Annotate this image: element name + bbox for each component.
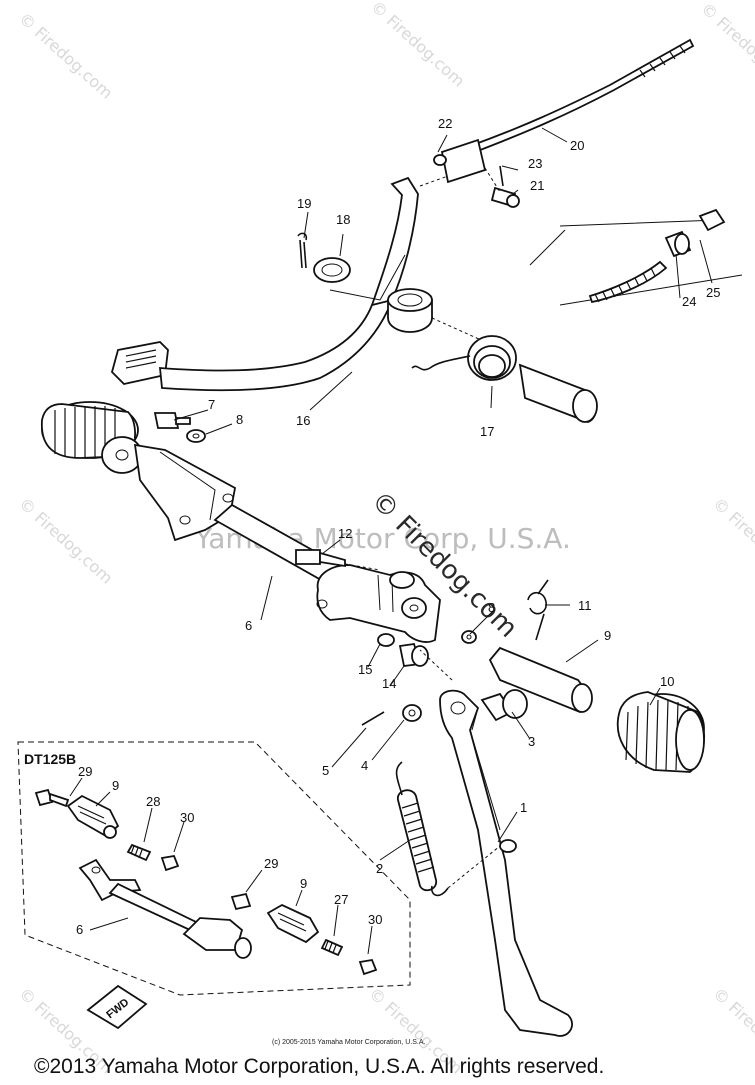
callout-9-top: 9 — [112, 778, 119, 793]
callout-29-top: 29 — [78, 764, 92, 779]
callout-24: 24 — [682, 294, 696, 309]
callout-6: 6 — [245, 618, 252, 633]
inset-model-label: DT125B — [24, 751, 76, 767]
footer-copyright: ©2013 Yamaha Motor Corporation, U.S.A. A… — [34, 1055, 604, 1078]
watermark-top-middle: © Firedog.com — [367, 0, 468, 91]
callout-2: 2 — [376, 861, 383, 876]
callout-28: 28 — [146, 794, 160, 809]
nut-and-small-spring — [461, 579, 549, 644]
callout-9-low: 9 — [300, 876, 307, 891]
footrest-bar — [41, 401, 441, 643]
callout-21: 21 — [530, 178, 544, 193]
callout-14: 14 — [382, 676, 396, 691]
callout-12: 12 — [338, 526, 352, 541]
washer-and-cotter-pin — [297, 232, 351, 283]
callout-30-low: 30 — [368, 912, 382, 927]
callout-9: 9 — [604, 628, 611, 643]
right-footrest — [488, 646, 705, 773]
sidestand — [361, 649, 573, 1037]
callout-30-top: 30 — [180, 810, 194, 825]
callout-23: 23 — [528, 156, 542, 171]
callout-27: 27 — [334, 892, 348, 907]
watermark-top-right: © Firedog.com — [697, 0, 755, 93]
callout-18: 18 — [336, 212, 350, 227]
callout-29-low: 29 — [264, 856, 278, 871]
callout-6-inset: 6 — [76, 922, 83, 937]
callout-1: 1 — [520, 800, 527, 815]
callout-16: 16 — [296, 413, 310, 428]
bolt-and-washer-lower — [377, 633, 429, 667]
callout-11: 11 — [578, 598, 592, 613]
leader-lines — [69, 127, 713, 955]
watermark-mid-right: © Firedog.com — [709, 494, 755, 588]
bolt-and-washer — [153, 412, 206, 443]
callout-17: 17 — [480, 424, 494, 439]
callout-8b: 8 — [488, 600, 495, 615]
callout-8: 8 — [236, 412, 243, 427]
brake-rod — [419, 38, 695, 208]
callout-5: 5 — [322, 763, 329, 778]
small-copyright-line: (c) 2005-2015 Yamaha Motor Corporation, … — [272, 1039, 425, 1046]
callout-labels: 22 20 23 21 19 18 24 25 7 8 16 17 12 6 8… — [76, 116, 720, 937]
callout-22: 22 — [438, 116, 452, 131]
callout-10: 10 — [660, 674, 674, 689]
brake-pedal — [110, 176, 491, 392]
watermark-layer: © Firedog.com © Firedog.com © Firedog.co… — [15, 0, 755, 1078]
callout-15: 15 — [358, 662, 372, 677]
callout-7: 7 — [208, 397, 215, 412]
rod-spring — [529, 208, 743, 306]
pedal-return-spring — [411, 335, 598, 423]
callout-3: 3 — [528, 734, 535, 749]
watermark-top-left: © Firedog.com — [15, 9, 116, 103]
watermark-mid-left: © Firedog.com — [15, 494, 116, 588]
callout-4: 4 — [361, 758, 368, 773]
callout-25: 25 — [706, 285, 720, 300]
dt125b-inset: DT125B FWD — [17, 741, 411, 1030]
pivot-bolt — [295, 549, 381, 571]
callout-19: 19 — [297, 196, 311, 211]
watermark-bottom-right: © Firedog.com — [709, 984, 755, 1078]
callout-20: 20 — [570, 138, 584, 153]
